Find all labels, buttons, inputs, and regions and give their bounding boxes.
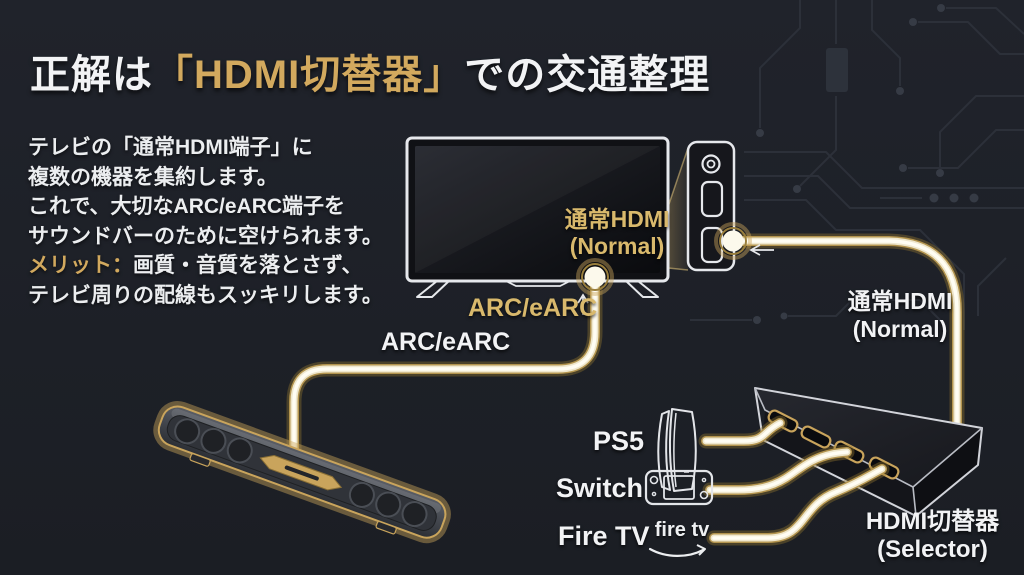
description-line: これで、大切なARC/eARC端子を [28,195,346,218]
hdmi-port-icon [700,226,724,264]
label-tv-normal-hdmi: 通常HDMI (Normal) [564,206,670,259]
page-title: 正解は「HDMI切替器」での交通整理 [30,42,710,100]
selector-port-icon [800,425,832,449]
firetv-smile-icon [648,544,706,557]
description-line: 複数の機器を集約します。 [28,165,278,189]
description-line: テレビ周りの配線もスッキリします。 [28,283,383,307]
soundbar-icon [153,401,451,544]
description-line: メリット：画質・音質を落とさず、 [28,254,363,277]
description-line: テレビの「通常HDMI端子」に [28,136,313,159]
label-hdmi-selector: HDMI切替器 (Selector) [865,508,1000,563]
tv-side-panel-icon [686,140,736,272]
merit-highlight: メリット： [28,254,133,277]
label-arc-earc-gold: ARC/eARC [468,294,598,322]
arrow-up-icon [577,293,589,315]
title-part-highlight: 「HDMI切替器」 [153,53,465,97]
label-firetv: Fire TV [558,521,650,551]
label-switch: Switch [556,473,644,503]
arc-earc-cable [286,274,603,468]
tv-icon [405,136,670,298]
switch-icon [644,469,714,506]
circuit-pattern-icon [690,0,1024,330]
panel-connector-dot [714,222,752,260]
label-ps5: PS5 [592,426,644,456]
title-part-3: での交通整理 [464,53,711,97]
arrow-left-icon [749,244,774,256]
ps5-cable [698,415,788,449]
hdmi-selector-icon [754,387,983,517]
firetv-logo-text: fire tv [654,519,710,541]
label-normal-hdmi-cable: 通常HDMI (Normal) [847,288,953,342]
description-text: テレビの「通常HDMI端子」に 複数の機器を集約します。 これで、大切なARC/… [28,133,383,310]
normal-hdmi-cable [725,233,965,478]
label-arc-earc-white: ARC/eARC [381,328,511,356]
title-part-1: 正解は [30,53,153,97]
firetv-cable [706,461,890,546]
switch-cable [702,444,855,498]
arc-connector-dot [576,258,614,296]
hdmi-port-icon [700,180,724,218]
description-line: サウンドバーのために空けられます。 [28,224,383,248]
